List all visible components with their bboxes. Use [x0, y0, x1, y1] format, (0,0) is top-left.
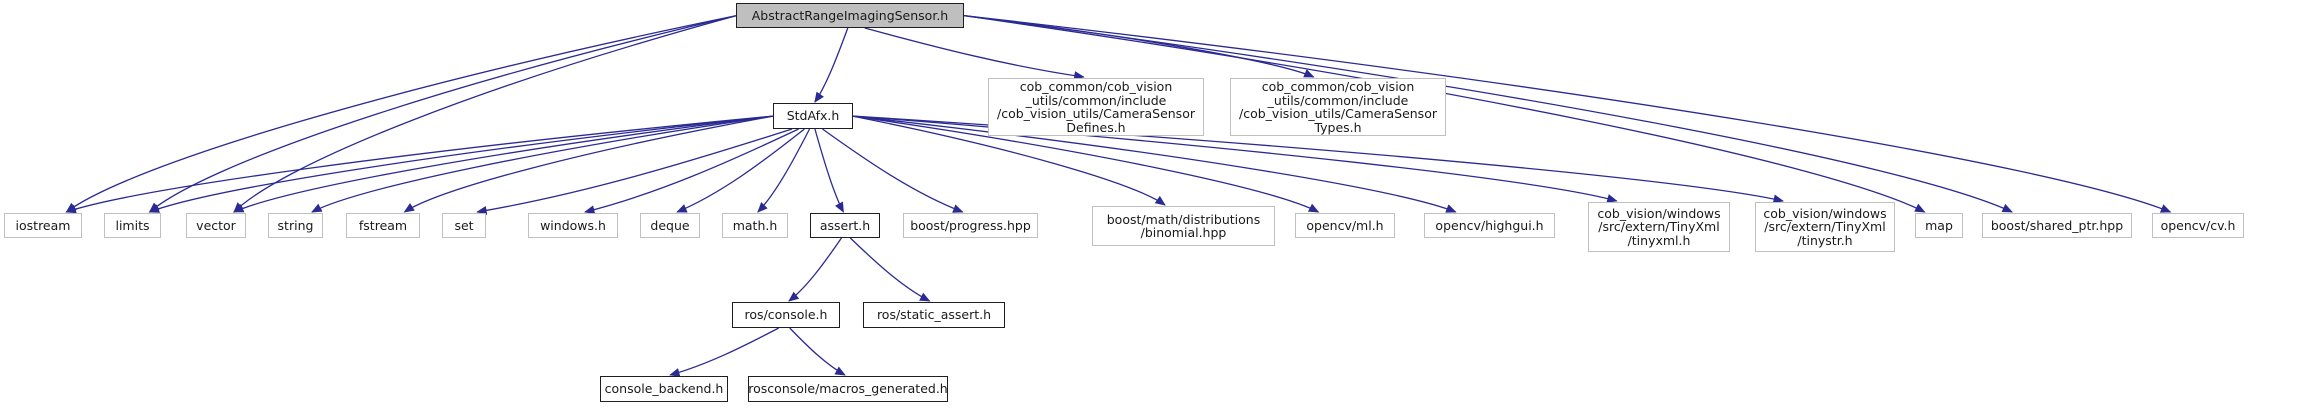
- node-map: map: [1915, 213, 1963, 238]
- node-macros[interactable]: rosconsole/macros_generated.h: [748, 376, 948, 402]
- edge-stdafx-to-vector: [233, 115, 775, 213]
- edge-stdafx-to-progress: [822, 128, 964, 213]
- node-vector: vector: [186, 213, 246, 238]
- node-tinystr: cob_vision/windows /src/extern/TinyXml /…: [1755, 202, 1895, 252]
- node-root: AbstractRangeImagingSensor.h: [736, 3, 964, 28]
- node-iostream: iostream: [4, 213, 82, 238]
- edge-root-to-types: [962, 14, 1315, 78]
- edge-console-to-backend: [669, 327, 779, 377]
- node-tinyxml: cob_vision/windows /src/extern/TinyXml /…: [1588, 202, 1730, 252]
- edge-root-to-vector: [233, 14, 738, 213]
- edge-stdafx-to-string: [311, 115, 775, 213]
- node-staticassert[interactable]: ros/static_assert.h: [863, 302, 1005, 328]
- node-limits: limits: [104, 213, 161, 238]
- edge-stdafx-to-ml: [851, 115, 1320, 213]
- edge-stdafx-to-assert: [814, 128, 844, 213]
- edge-console-to-macros: [789, 327, 846, 376]
- node-highgui: opencv/highgui.h: [1424, 213, 1555, 238]
- edge-root-to-defines: [864, 27, 1085, 81]
- node-console[interactable]: ros/console.h: [732, 302, 840, 328]
- edge-root-to-cv: [962, 14, 2172, 213]
- edge-stdafx-to-set: [476, 128, 793, 215]
- node-math: math.h: [722, 213, 788, 238]
- node-windows: windows.h: [528, 213, 618, 238]
- edge-assert-to-staticassert: [849, 237, 931, 302]
- edge-stdafx-to-windows: [584, 128, 799, 215]
- edge-assert-to-console: [788, 237, 842, 302]
- node-binomial: boost/math/distributions /binomial.hpp: [1092, 206, 1275, 246]
- edge-stdafx-to-deque: [676, 128, 805, 213]
- edge-root-to-map: [962, 14, 1926, 213]
- node-defines: cob_common/cob_vision _utils/common/incl…: [988, 78, 1204, 136]
- node-cv: opencv/cv.h: [2152, 213, 2244, 238]
- edge-stdafx-to-math: [757, 128, 811, 213]
- edge-root-to-limits: [148, 14, 738, 213]
- edge-stdafx-to-limits: [148, 115, 775, 213]
- edge-root-to-stdafx: [814, 27, 849, 103]
- node-sharedptr: boost/shared_ptr.hpp: [1982, 213, 2132, 238]
- edge-stdafx-to-iostream: [65, 115, 775, 214]
- node-ml: opencv/ml.h: [1295, 213, 1395, 238]
- node-set: set: [442, 213, 486, 238]
- edge-stdafx-to-fstream: [403, 115, 775, 213]
- node-types: cob_common/cob_vision _utils/common/incl…: [1230, 78, 1446, 136]
- node-backend[interactable]: console_backend.h: [600, 376, 728, 402]
- node-deque: deque: [640, 213, 700, 238]
- node-progress: boost/progress.hpp: [903, 213, 1038, 238]
- edge-stdafx-to-binomial: [851, 115, 1166, 206]
- edge-stdafx-to-highgui: [851, 115, 1457, 213]
- node-stdafx[interactable]: StdAfx.h: [773, 103, 853, 129]
- edge-root-to-sharedptr: [962, 14, 2013, 213]
- edge-root-to-iostream: [65, 14, 738, 213]
- node-fstream: fstream: [346, 213, 420, 238]
- node-string: string: [268, 213, 323, 238]
- node-assert[interactable]: assert.h: [810, 213, 880, 238]
